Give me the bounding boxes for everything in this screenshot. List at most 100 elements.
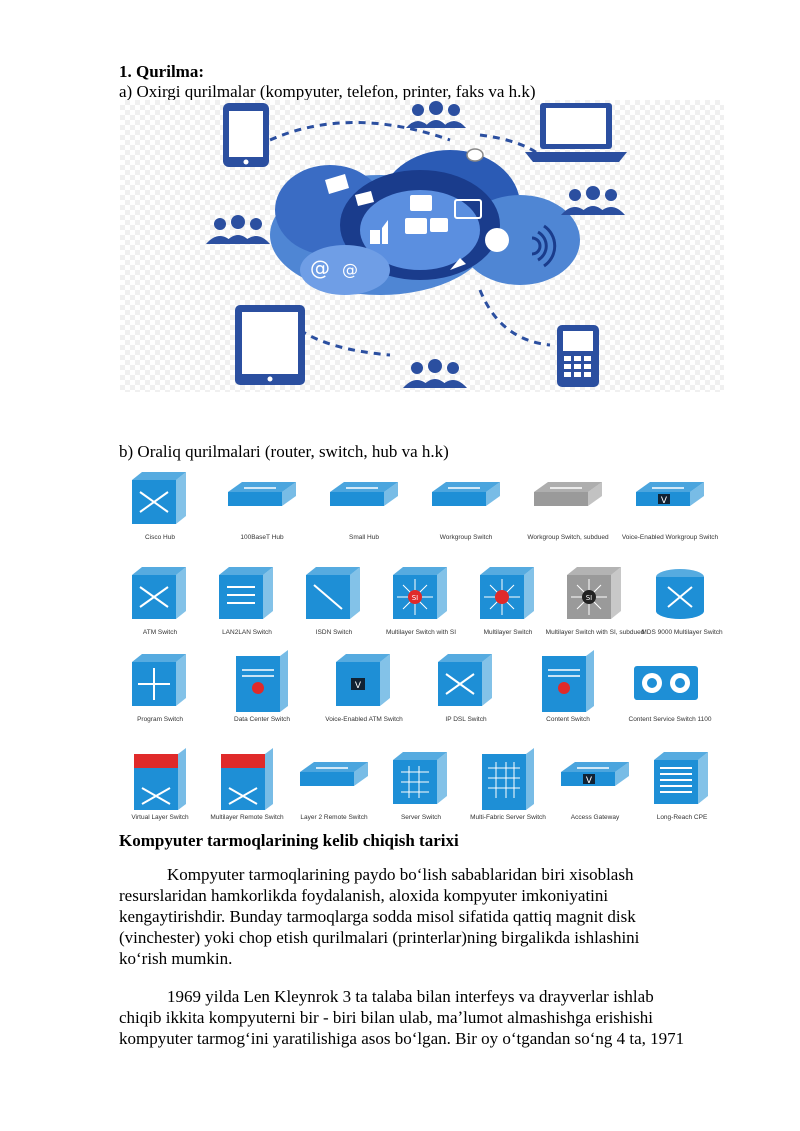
paragraph-2-line: 1969 yilda Len Kleynrok 3 ta talaba bila…	[167, 987, 654, 1006]
lan2lan-switch-icon	[219, 567, 273, 619]
switch-label: Multi-Fabric Server Switch	[470, 814, 546, 821]
item-b-intermediate-devices: b) Oraliq qurilmalari (router, switch, h…	[119, 442, 449, 461]
people-group-icon	[406, 101, 466, 128]
switch-label: Voice-Enabled ATM Switch	[325, 716, 403, 723]
program-switch-icon	[132, 654, 186, 706]
voice-workgroup-switch-icon: V	[636, 482, 704, 506]
svg-text:V: V	[355, 681, 362, 691]
server-switch-icon	[393, 752, 447, 804]
svg-text:V: V	[586, 776, 593, 786]
connector-phone	[269, 121, 451, 142]
layer2-remote-switch-icon	[300, 762, 368, 786]
workgroup-switch-subdued-icon	[534, 482, 602, 506]
switch-item: Long-Reach CPE	[632, 748, 732, 822]
switch-label: Content Service Switch 1100	[628, 716, 712, 723]
paragraph-1-line: (vinchester) yoki chop etish qurilmalari…	[119, 928, 640, 947]
cloud-network-illustration: @ @	[206, 101, 627, 388]
switch-item: IP DSL Switch	[416, 650, 516, 724]
switch-label: Multilayer Switch	[483, 629, 533, 636]
hub-100baset-icon	[228, 482, 296, 506]
end-devices-cloud-figure: @ @	[120, 100, 724, 392]
multilayer-switch-icon	[480, 567, 534, 619]
cloud-content-icons: @ @	[310, 174, 509, 280]
wifi-signal-icon	[531, 224, 557, 268]
people-group-bottom-icon	[403, 359, 467, 388]
switch-item: ISDN Switch	[284, 563, 384, 637]
switch-label: Access Gateway	[570, 814, 620, 821]
switch-item: Small Hub	[314, 468, 414, 542]
voice-atm-switch-icon: V	[336, 654, 390, 706]
switch-item: Workgroup Switch, subdued	[518, 468, 618, 542]
switch-label: Data Center Switch	[234, 716, 290, 723]
switch-label: Workgroup Switch, subdued	[527, 534, 609, 541]
item-a-end-devices: a) Oxirgi qurilmalar (kompyuter, telefon…	[119, 82, 536, 101]
switch-item: V Voice-Enabled Workgroup Switch	[620, 468, 720, 542]
atm-switch-icon	[132, 567, 186, 619]
svg-text:SI: SI	[586, 594, 593, 602]
switch-label: Long-Reach CPE	[656, 814, 708, 821]
multilayer-switch-si-subdued-icon: SI	[567, 567, 621, 619]
switch-item: Layer 2 Remote Switch	[284, 748, 384, 822]
content-service-switch-icon	[634, 666, 698, 700]
switch-item: ATM Switch	[110, 563, 210, 637]
workgroup-switch-icon	[432, 482, 500, 506]
switch-label: 100BaseT Hub	[240, 534, 284, 541]
mobile-phone-icon	[557, 325, 599, 387]
section-heading-qurilma: 1. Qurilma:	[119, 62, 204, 81]
section-title-history: Kompyuter tarmoqlarining kelib chiqish t…	[119, 831, 459, 850]
laptop-icon	[525, 103, 627, 162]
switch-item: Program Switch	[110, 650, 210, 724]
paragraph-1: Kompyuter tarmoqlarining paydo boʻlish s…	[119, 864, 744, 969]
access-gateway-icon: V	[561, 762, 629, 786]
long-reach-cpe-icon	[654, 752, 708, 804]
paragraph-1-line: resurslaridan hamkorlikda foydalanish, a…	[119, 886, 609, 905]
switch-icons-figure: Cisco Hub 100BaseT Hub Small Hub Workgroup …	[120, 468, 740, 828]
switch-label: MDS 9000 Multilayer Switch	[641, 629, 723, 636]
svg-text:SI: SI	[412, 594, 419, 602]
multilayer-switch-si-icon: SI	[393, 567, 447, 619]
switch-item: Content Switch	[518, 650, 618, 724]
switch-item: V Access Gateway	[545, 748, 645, 822]
tablet-icon	[235, 305, 305, 385]
switch-label: Multilayer Remote Switch	[210, 814, 284, 821]
switch-item: Virtual Layer Switch	[110, 748, 210, 822]
switch-item: Server Switch	[371, 748, 471, 822]
small-hub-icon	[330, 482, 398, 506]
switch-label: Layer 2 Remote Switch	[300, 814, 368, 821]
switch-label: Server Switch	[400, 814, 442, 821]
mouse-icon	[466, 148, 484, 162]
switch-item: Data Center Switch	[212, 650, 312, 724]
connector-tablet	[299, 328, 391, 357]
connector-mobile	[478, 289, 551, 347]
smartphone-icon	[223, 103, 269, 167]
switch-label: Small Hub	[349, 534, 379, 541]
switch-label: Content Switch	[546, 716, 590, 723]
switch-item: SI Multilayer Switch with SI, subdued	[545, 563, 645, 637]
paragraph-1-line: kengaytirishdir. Bunday tarmoqlarga sodd…	[119, 907, 636, 926]
multilayer-remote-switch-icon	[221, 748, 273, 810]
paragraph-2-line: chiqib ikkita kompyuterni bir - biri bil…	[119, 1008, 653, 1027]
switch-item: MDS 9000 Multilayer Switch	[632, 563, 732, 637]
multi-fabric-server-switch-icon	[482, 748, 534, 810]
switch-item: Multilayer Switch	[458, 563, 558, 637]
paragraph-1-line: Kompyuter tarmoqlarining paydo boʻlish s…	[167, 865, 634, 884]
cisco-hub-icon	[132, 472, 186, 524]
switch-label: Cisco Hub	[145, 534, 175, 541]
switch-label: Virtual Layer Switch	[131, 814, 189, 821]
switch-label: Voice-Enabled Workgroup Switch	[621, 534, 719, 541]
switch-label: Multilayer Switch with SI, subdued	[545, 629, 645, 636]
paragraph-2: 1969 yilda Len Kleynrok 3 ta talaba bila…	[119, 986, 744, 1049]
switch-label: LAN2LAN Switch	[222, 629, 272, 636]
switch-item: V Voice-Enabled ATM Switch	[314, 650, 414, 724]
isdn-switch-icon	[306, 567, 360, 619]
switch-label: ATM Switch	[142, 629, 178, 636]
paragraph-2-line: kompyuter tarmogʻini yaratilishiga asos …	[119, 1029, 685, 1048]
switch-label: ISDN Switch	[315, 629, 353, 636]
svg-text:@: @	[310, 256, 330, 280]
switch-item: Content Service Switch 1100	[620, 650, 720, 724]
ip-dsl-switch-icon	[438, 654, 492, 706]
switch-item: Multilayer Remote Switch	[197, 748, 297, 822]
paragraph-1-line: koʻrish mumkin.	[119, 949, 233, 968]
data-center-switch-icon	[236, 650, 288, 712]
